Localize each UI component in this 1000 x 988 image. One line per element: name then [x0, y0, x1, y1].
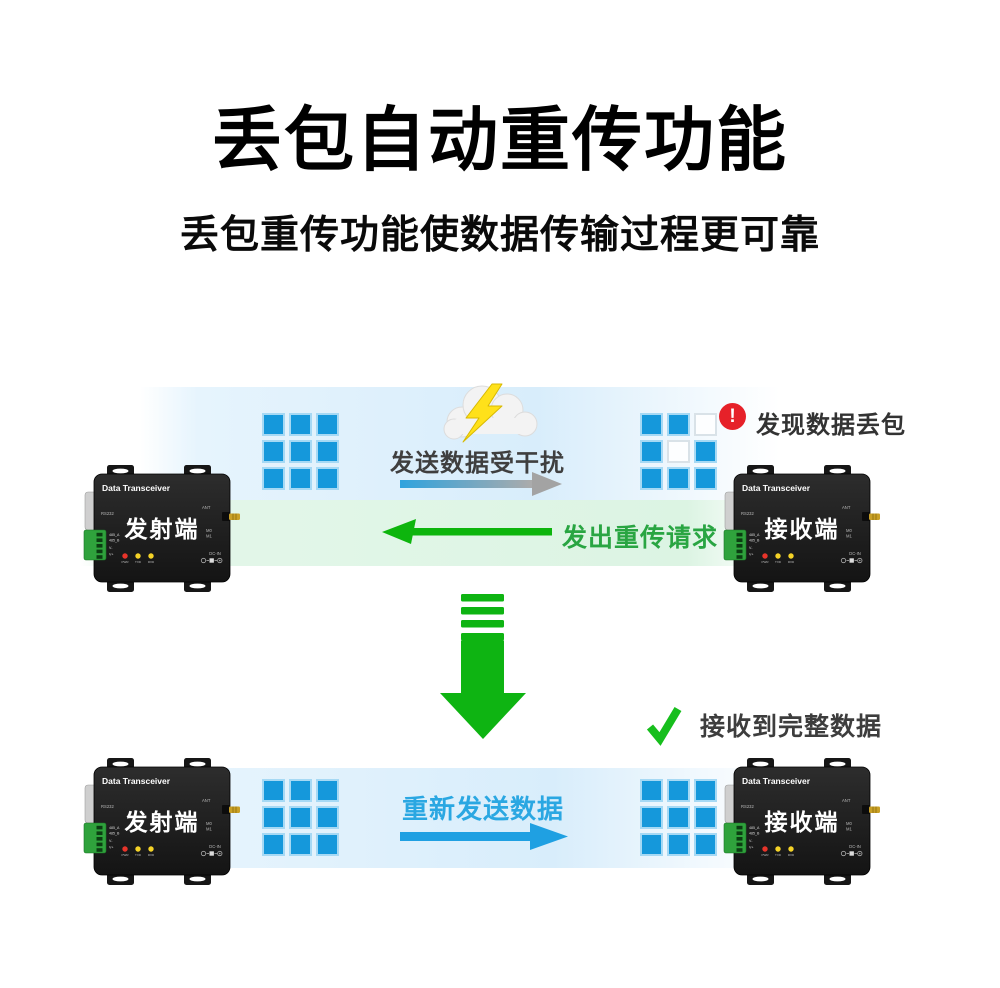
data-block: [289, 413, 312, 436]
down-arrow-icon: [440, 594, 526, 739]
receiver-device-bottom: 接收端: [723, 757, 881, 886]
page-title: 丢包自动重传功能: [212, 101, 788, 179]
data-block: [640, 467, 663, 490]
data-block: [316, 833, 339, 856]
lost-data-block: [694, 413, 717, 436]
data-block: [694, 833, 717, 856]
data-block: [694, 806, 717, 829]
data-block: [262, 467, 285, 490]
data-grid-receiver-bottom: [640, 779, 717, 856]
received-complete-label: 接收到完整数据: [700, 713, 883, 741]
page-subtitle: 丢包重传功能使数据传输过程更可靠: [179, 214, 820, 257]
data-grid-receiver-top: [640, 413, 717, 490]
receiver-label: 接收端: [765, 516, 840, 542]
data-block: [262, 833, 285, 856]
data-grid-sender-top: [262, 413, 339, 490]
interfered-arrow-right-icon: [400, 472, 562, 496]
data-block: [262, 440, 285, 463]
data-block: [667, 413, 690, 436]
data-block: [640, 806, 663, 829]
alert-icon: !: [719, 403, 746, 430]
storm-cloud-icon: [443, 383, 538, 443]
data-block: [289, 779, 312, 802]
data-block: [316, 806, 339, 829]
data-block: [694, 440, 717, 463]
data-block: [262, 779, 285, 802]
cloud-base: [452, 418, 530, 434]
data-grid-sender-bottom: [262, 779, 339, 856]
transmitter-label: 发射端: [124, 516, 200, 542]
data-block: [289, 806, 312, 829]
data-block: [262, 806, 285, 829]
interference-label: 发送数据受干扰: [390, 450, 565, 477]
transmitter-device-bottom: 发射端: [83, 757, 241, 886]
data-block: [694, 467, 717, 490]
data-block: [640, 440, 663, 463]
data-block: [667, 467, 690, 490]
receiver-label: 接收端: [765, 809, 840, 835]
resend-arrow-right-icon: [400, 823, 568, 850]
data-block: [640, 413, 663, 436]
data-block: [316, 413, 339, 436]
data-block: [316, 440, 339, 463]
check-icon: [646, 706, 682, 746]
data-block: [640, 779, 663, 802]
data-block: [694, 779, 717, 802]
transmitter-label: 发射端: [124, 809, 200, 835]
data-block: [316, 467, 339, 490]
data-block: [289, 467, 312, 490]
lightning-icon: [462, 383, 503, 443]
data-block: [262, 413, 285, 436]
retry-request-label: 发出重传请求: [562, 524, 719, 552]
transmitter-device-top: 发射端: [83, 464, 241, 593]
data-block: [667, 779, 690, 802]
receiver-device-top: 接收端: [723, 464, 881, 593]
data-block: [316, 779, 339, 802]
resend-label: 重新发送数据: [402, 794, 565, 824]
lost-data-block: [667, 440, 690, 463]
data-block: [667, 806, 690, 829]
retry-arrow-left-icon: [382, 519, 552, 544]
data-block: [289, 440, 312, 463]
packet-loss-label: 发现数据丢包: [756, 412, 906, 439]
data-block: [289, 833, 312, 856]
data-block: [667, 833, 690, 856]
data-block: [640, 833, 663, 856]
